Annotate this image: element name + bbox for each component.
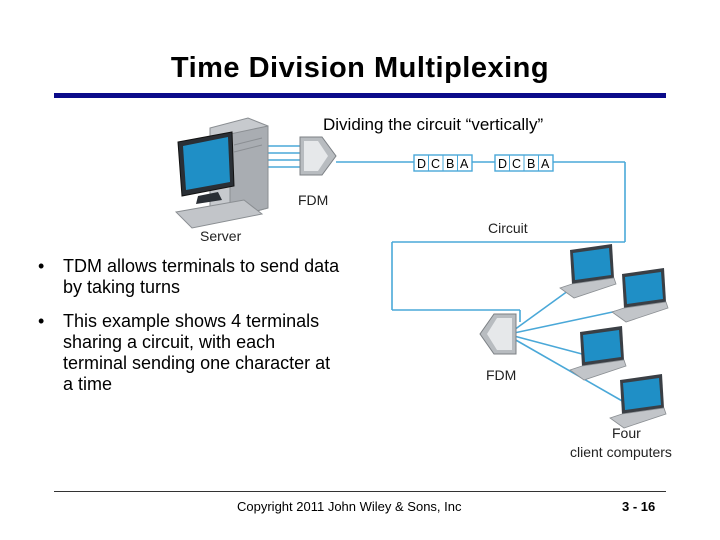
bullet-text: TDM allows terminals to send data by tak… <box>63 256 340 297</box>
laptop-icon <box>569 326 627 381</box>
fdm-bottom-label: FDM <box>486 367 516 383</box>
bullet-text: This example shows 4 terminals sharing a… <box>63 311 331 394</box>
frame-1: D C B A <box>413 154 473 172</box>
frame2-char: A <box>541 157 550 171</box>
server-label: Server <box>200 228 242 244</box>
frame1-char: A <box>460 157 469 171</box>
server-icon <box>174 117 269 229</box>
laptop-icon <box>609 374 667 429</box>
frame2-char: C <box>512 157 521 171</box>
laptop-icon <box>611 268 669 323</box>
circuit-label: Circuit <box>488 220 528 236</box>
frame1-char: C <box>431 157 440 171</box>
title-underline <box>54 93 666 98</box>
frame2-char: B <box>527 157 535 171</box>
bullet-marker: • <box>38 311 45 331</box>
diagram-subtitle: Dividing the circuit “vertically” <box>323 115 544 134</box>
clients-label-line1: Four <box>612 425 641 441</box>
copyright-text: Copyright 2011 John Wiley & Sons, Inc <box>237 499 462 514</box>
fdm-top-label: FDM <box>298 192 328 208</box>
frame2-char: D <box>498 157 507 171</box>
frame1-char: D <box>417 157 426 171</box>
page-number: 3 - 16 <box>622 499 656 514</box>
slide-title: Time Division Multiplexing <box>170 52 550 84</box>
laptop-icon <box>559 244 617 299</box>
bullet-marker: • <box>38 256 45 276</box>
frame-2: D C B A <box>494 154 554 172</box>
fdm-top-icon <box>299 136 337 176</box>
fdm-bottom-icon <box>479 313 517 355</box>
frame1-char: B <box>446 157 454 171</box>
footer-rule <box>54 491 666 492</box>
clients-label-line2: client computers <box>570 444 672 460</box>
